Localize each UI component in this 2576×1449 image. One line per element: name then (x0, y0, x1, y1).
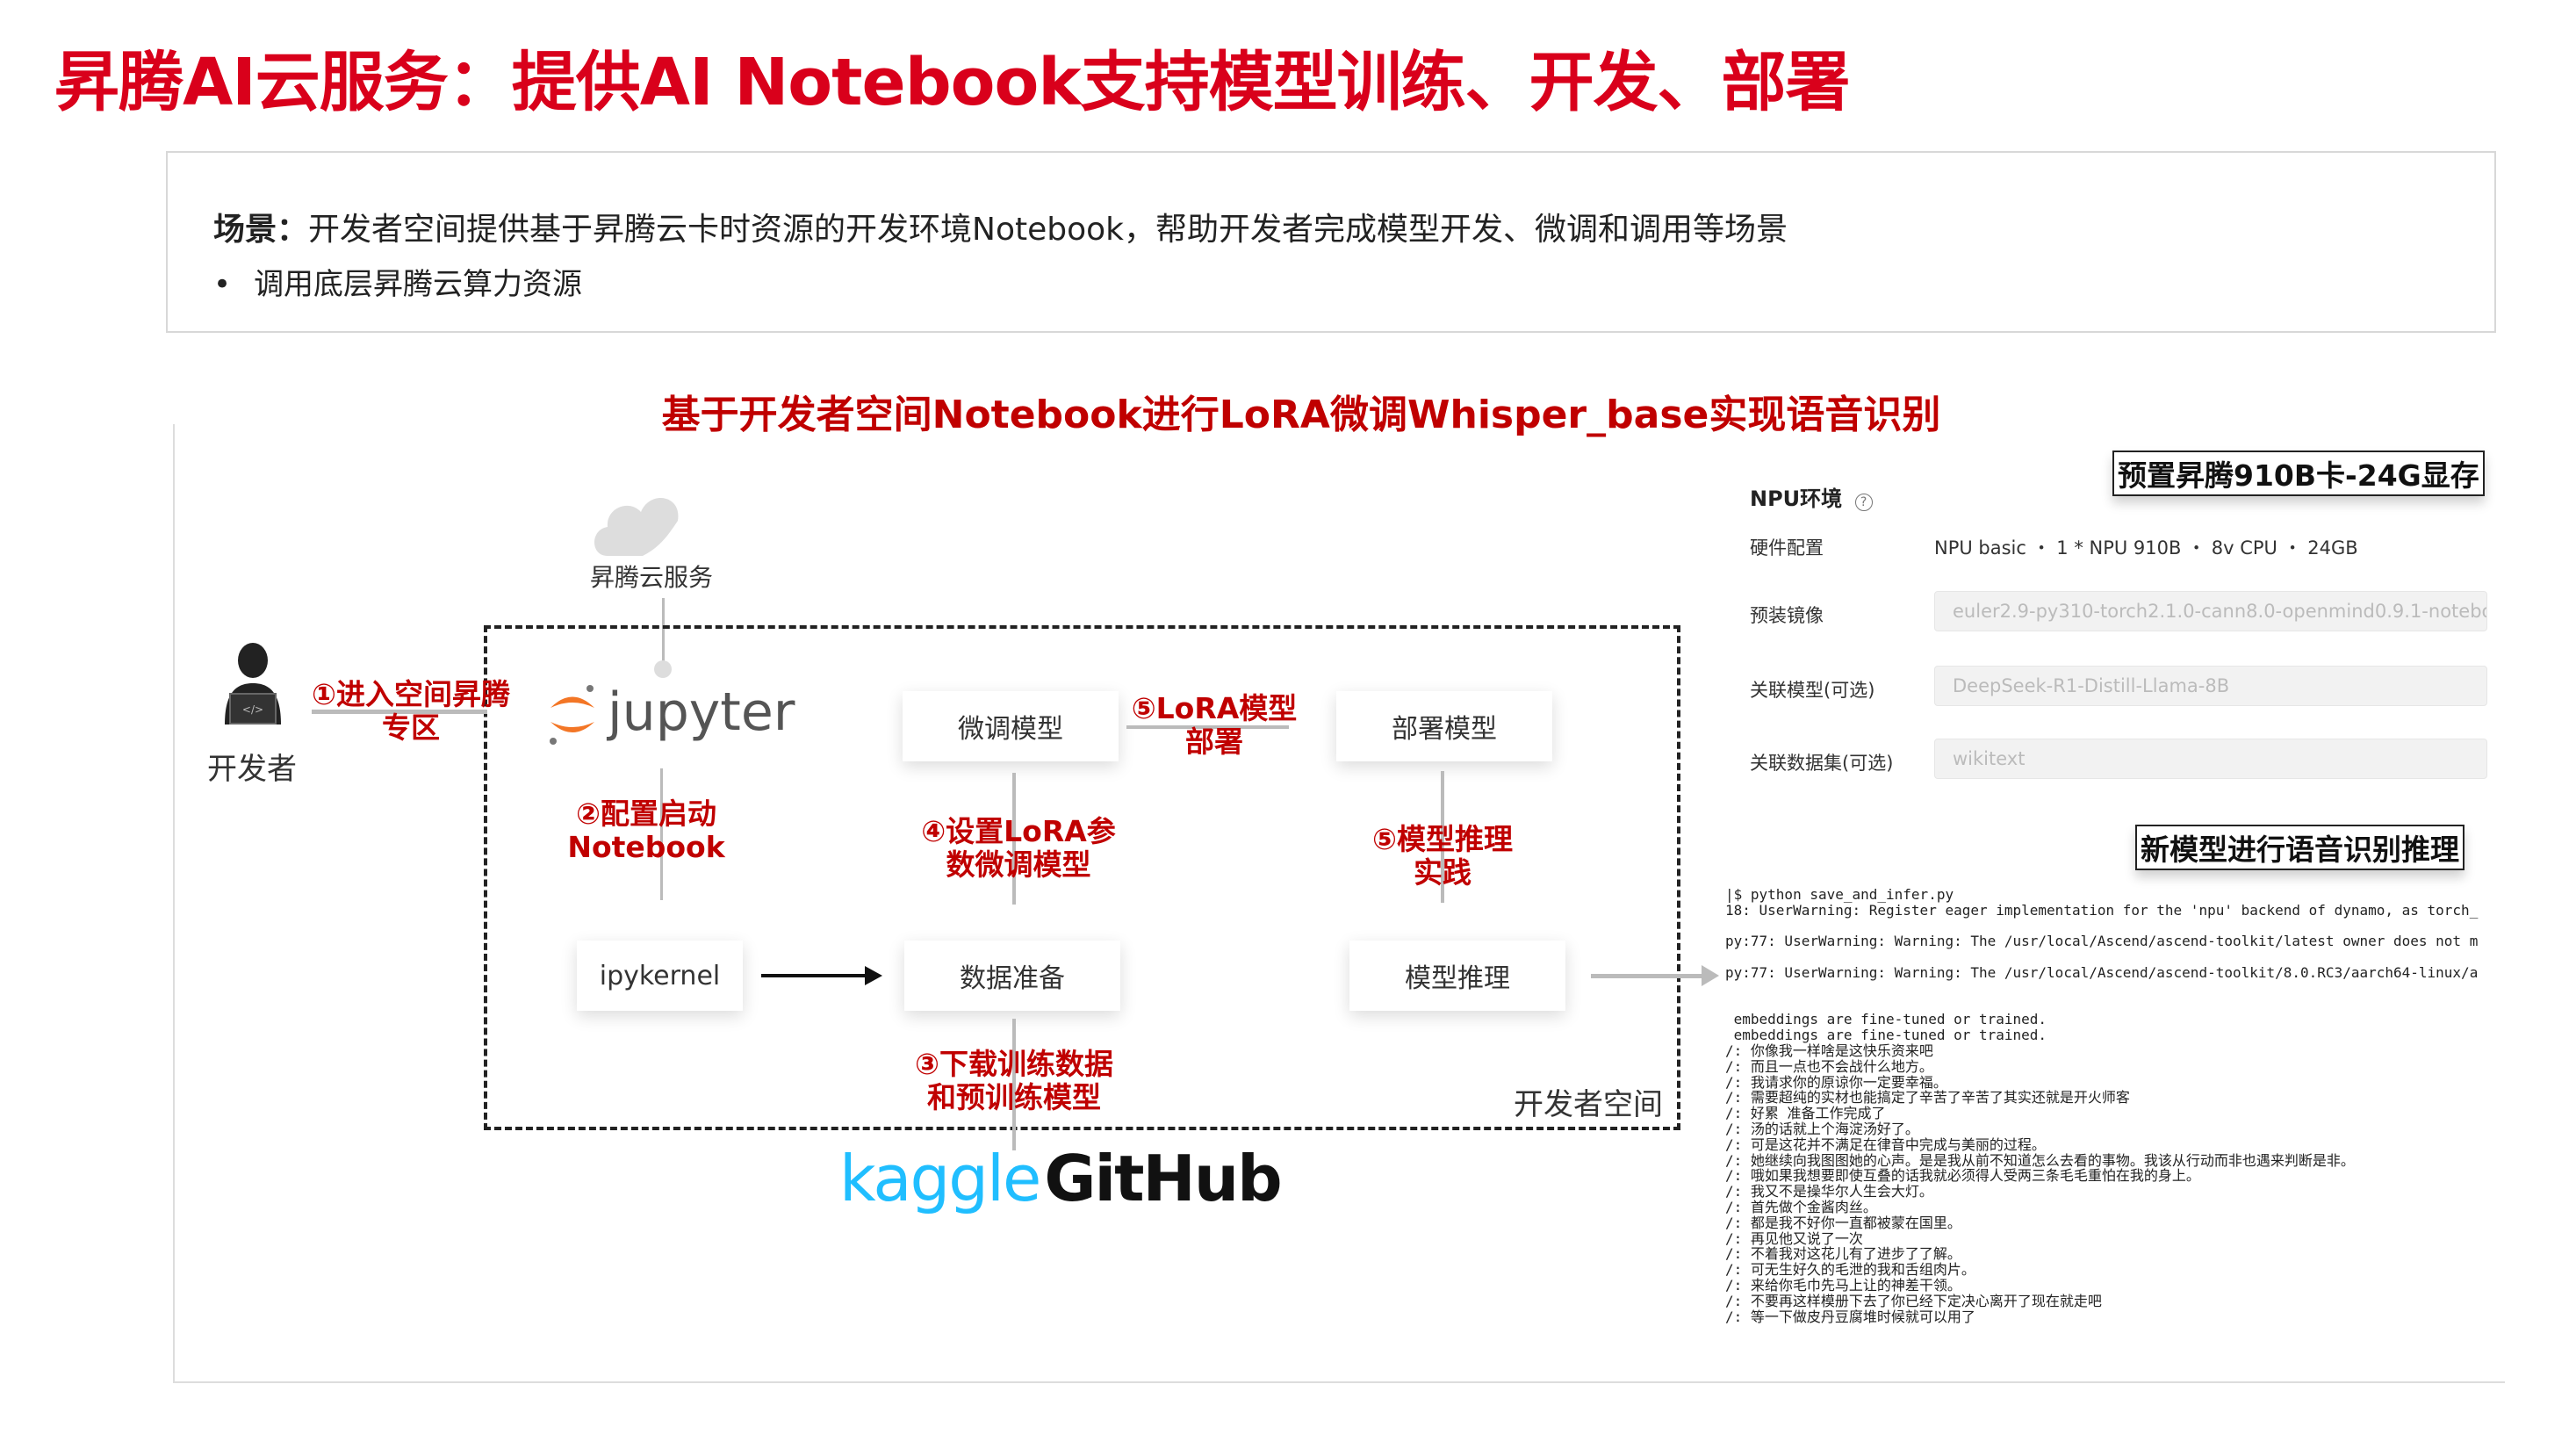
connector-dot (654, 660, 672, 678)
terminal-line: /: 不着我对这花儿有了进步了了解。 (1725, 1245, 1961, 1263)
terminal-line: /: 我又不是操华尔人生会大灯。 (1725, 1183, 1933, 1200)
terminal-line: py:77: UserWarning: Warning: The /usr/lo… (1725, 963, 2479, 981)
ipykernel-box[interactable]: ipykernel (577, 941, 743, 1011)
scenario-text: 开发者空间提供基于昇腾云卡时资源的开发环境Notebook，帮助开发者完成模型开… (308, 212, 1788, 248)
arrow-ipykernel-data (761, 974, 867, 977)
scenario-line: 场景：开发者空间提供基于昇腾云卡时资源的开发环境Notebook，帮助开发者完成… (213, 204, 1788, 249)
cloud-icon (594, 497, 679, 556)
scenario-bullet: •调用底层昇腾云算力资源 (213, 267, 583, 302)
dataset-field[interactable]: wikitext (1934, 739, 2487, 779)
npu-badge: 预置昇腾910B卡-24G显存 (2112, 451, 2485, 496)
inference-badge: 新模型进行语音识别推理 (2135, 825, 2464, 870)
hardware-value: NPU basic ・ 1 * NPU 910B ・ 8v CPU ・ 24GB (1934, 537, 2358, 559)
model-label: 关联模型(可选) (1750, 680, 1875, 701)
terminal-line: py:77: UserWarning: Warning: The /usr/lo… (1725, 933, 2479, 950)
developer-label: 开发者 (207, 752, 297, 787)
arrow-source-data (1012, 1019, 1016, 1150)
model-field[interactable]: DeepSeek-R1-Distill-Llama-8B (1934, 666, 2487, 706)
arrow-jupyter-ipykernel (660, 768, 663, 900)
terminal-line: /: 来给你毛巾先马上让的神差干领。 (1725, 1276, 1961, 1294)
terminal-line: /: 你像我一样啥是这快乐资来吧 (1725, 1042, 1933, 1059)
developer-icon: </> (225, 643, 281, 724)
developer-space-frame (484, 625, 1680, 1130)
cloud-service-label: 昇腾云服务 (590, 563, 714, 592)
github-logo[interactable]: GitHub (1044, 1142, 1282, 1215)
step5a-label: ⑤LoRA模型部署 (1131, 691, 1298, 759)
arrow-enter (312, 710, 487, 714)
terminal-line (1725, 949, 2489, 965)
divider (173, 1381, 2505, 1383)
terminal-line: /: 不要再这样模册下去了你已经下定决心离开了现在就走吧 (1725, 1292, 2102, 1309)
arrow-infer-output (1591, 974, 1705, 978)
finetune-box[interactable]: 微调模型 (903, 691, 1119, 761)
dataset-label: 关联数据集(可选) (1750, 753, 1894, 774)
step1-label: ①进入空间昇腾专区 (312, 677, 510, 745)
terminal-line: /: 我请求你的原谅你一定要幸福。 (1725, 1073, 1947, 1091)
hardware-label: 硬件配置 (1750, 537, 1824, 559)
terminal-line: /: 汤的话就上个海淀汤好了。 (1725, 1120, 1919, 1137)
terminal-line (1725, 981, 2489, 997)
terminal-line (1725, 997, 2489, 1013)
arrowhead (865, 966, 882, 985)
svg-text:</>: </> (242, 703, 263, 716)
section-subtitle: 基于开发者空间Notebook进行LoRA微调Whisper_base实现语音识… (661, 393, 1941, 437)
terminal-line: /: 需要超纯的实材也能搞定了辛苦了辛苦了其实还就是开火师客 (1725, 1089, 2130, 1107)
terminal-line (1725, 919, 2489, 934)
terminal-line: |$ python save_and_infer.py (1725, 887, 1954, 903)
terminal-line: /: 可是这花并不满足在律音中完成与美丽的过程。 (1725, 1135, 2046, 1153)
jupyter-icon (550, 685, 594, 745)
terminal-line: /: 再见他又说了一次 (1725, 1229, 1863, 1247)
jupyter-label: jupyter (608, 681, 795, 743)
deploy-box[interactable]: 部署模型 (1336, 691, 1552, 761)
step3-label: ③下载训练数据和预训练模型 (915, 1047, 1113, 1114)
connector (662, 598, 665, 674)
help-icon[interactable]: ? (1854, 494, 1873, 511)
data-sources: kaggle GitHub (839, 1142, 1283, 1215)
arrow-deploy-infer (1441, 771, 1444, 903)
page-title: 昇腾AI云服务：提供AI Notebook支持模型训练、开发、部署 (54, 45, 1851, 120)
terminal-line: embeddings are fine-tuned or trained. (1725, 1027, 2047, 1044)
step5b-label: ⑤模型推理实践 (1372, 822, 1513, 890)
scenario-label: 场景： (213, 212, 309, 248)
developer-space-label: 开发者空间 (1514, 1087, 1663, 1122)
terminal-line: /: 她继续向我图图她的心声。是是我从前不知道怎么去看的事物。我该从行动而非也遇… (1725, 1151, 2355, 1169)
image-field[interactable]: euler2.9-py310-torch2.1.0-cann8.0-openmi… (1934, 591, 2487, 631)
arrow-data-finetune (1012, 773, 1016, 905)
arrowhead (1702, 965, 1719, 986)
step4-label: ④设置LoRA参数微调模型 (921, 814, 1116, 882)
data-prep-box[interactable]: 数据准备 (904, 941, 1120, 1011)
scenario-box: 场景：开发者空间提供基于昇腾云卡时资源的开发环境Notebook，帮助开发者完成… (166, 151, 2496, 333)
terminal-line: 18: UserWarning: Register eager implemen… (1725, 901, 2479, 919)
image-label: 预装镜像 (1750, 605, 1824, 626)
terminal-line: /: 都是我不好你一直都被蒙在国里。 (1725, 1214, 1961, 1231)
terminal-line: /: 等一下做皮丹豆腐堆时候就可以用了 (1725, 1308, 1975, 1325)
npu-title: NPU环境 ? (1750, 481, 1873, 512)
terminal-line: /: 哦如果我想要即使互叠的话我就必须得人受两三条毛毛重怕在我的身上。 (1725, 1167, 2200, 1185)
terminal-line: embeddings are fine-tuned or trained. (1725, 1011, 2047, 1028)
terminal-line: /: 而且一点也不会战什么地方。 (1725, 1057, 1933, 1075)
inference-box[interactable]: 模型推理 (1349, 941, 1565, 1011)
scenario-bullet-text: 调用底层昇腾云算力资源 (254, 267, 583, 302)
kaggle-logo[interactable]: kaggle (839, 1142, 1041, 1215)
divider (173, 424, 175, 1383)
arrow-finetune-deploy (1126, 725, 1289, 729)
terminal-line: /: 好累 准备工作完成了 (1725, 1105, 1886, 1122)
terminal-line: /: 可无生好久的毛泄的我和舌组肉片。 (1725, 1261, 1975, 1279)
terminal-line: /: 首先做个金酱肉丝。 (1725, 1198, 1877, 1215)
